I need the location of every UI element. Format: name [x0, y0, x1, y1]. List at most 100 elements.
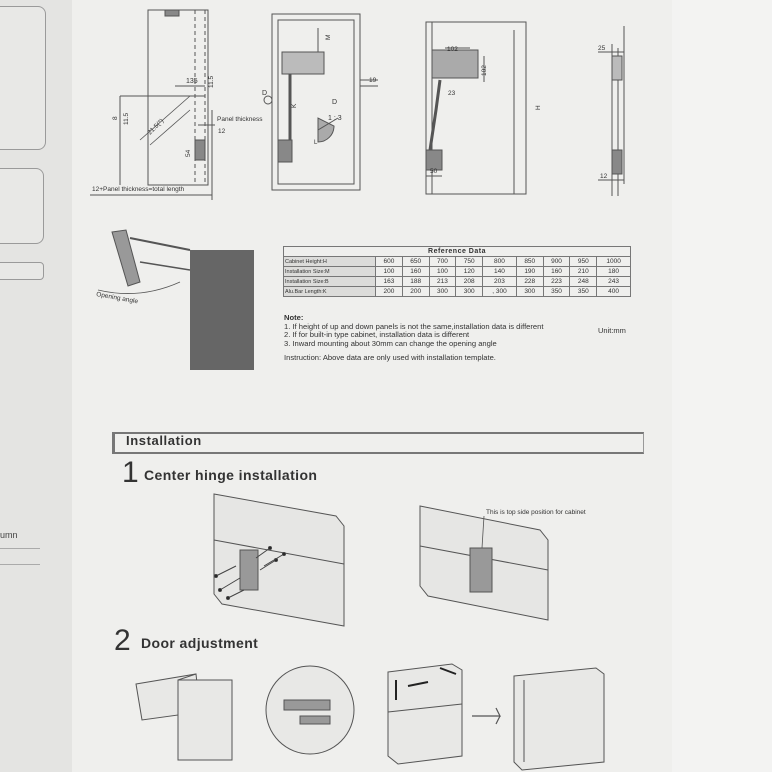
note-line-3: 3. Inward mounting about 30mm can change…	[284, 338, 497, 348]
dim-25: 25	[598, 45, 606, 52]
left-box-1	[0, 6, 46, 150]
row-label: Installation Size:B	[282, 276, 377, 287]
row-label: Alu.Bar Length:K	[282, 286, 377, 297]
table-cell: 200	[375, 286, 403, 297]
table-cell: 163	[375, 276, 403, 287]
drawing-mechanism	[263, 13, 378, 191]
installation-title: Installation	[126, 433, 202, 448]
dim-K: K	[291, 103, 298, 108]
table-cell: 160	[542, 266, 571, 277]
step-2-number: 2	[114, 624, 131, 657]
table-cell: 300	[455, 286, 484, 297]
table-cell: 700	[428, 256, 457, 267]
dim-H: H	[535, 105, 542, 110]
dim-total-length: 12+Panel thickness=total length	[92, 186, 185, 193]
dim-8: 8	[112, 116, 119, 120]
table-row: Alu.Bar Length:K 200 200 300 300 , 300 3…	[282, 286, 631, 297]
dim-scale: 1 : 3	[328, 115, 342, 122]
left-box-3	[0, 262, 44, 280]
table-cell: 200	[401, 286, 430, 297]
table-cell: 400	[596, 286, 631, 297]
table-cell: 223	[542, 276, 571, 287]
dim-102b: 102	[481, 65, 488, 76]
drawing-template	[90, 9, 215, 200]
table-cell: , 300	[482, 286, 517, 297]
cabinet-top-callout: This is top side position for cabinet	[486, 509, 586, 516]
table-cell: 350	[542, 286, 571, 297]
table-cell: 213	[428, 276, 457, 287]
hinge-illustration-right	[419, 505, 549, 621]
dim-D: D	[262, 90, 267, 97]
table-caption: Reference Data	[283, 246, 631, 257]
right-margin	[672, 0, 772, 772]
reference-data-table: Reference Data Cabinet Height:H 600 650 …	[282, 246, 631, 297]
table-cell: 140	[482, 266, 517, 277]
note-title: Note:	[284, 313, 304, 322]
table-cell: 120	[455, 266, 484, 277]
arrow-icons	[395, 667, 457, 700]
table-cell: 243	[596, 276, 631, 287]
table-cell: 100	[428, 266, 457, 277]
table-cell: 650	[401, 256, 430, 267]
table-row: Installation Size:M 100 160 100 120 140 …	[282, 266, 631, 277]
dim-11-5b: 11.5	[123, 112, 130, 125]
left-page-fragment: umn	[0, 530, 18, 540]
dim-23: 23	[448, 90, 456, 97]
drawing-rail	[598, 26, 625, 196]
table-cell: 228	[515, 276, 544, 287]
left-box-2	[0, 168, 44, 244]
table-cell: 800	[482, 256, 517, 267]
drawing-arm	[425, 21, 527, 195]
table-row: Installation Size:B 163 188 213 208 203 …	[282, 276, 631, 287]
step-1-number: 1	[122, 456, 139, 489]
dim-11-5: 11.5	[208, 75, 215, 88]
table-cell: 350	[569, 286, 598, 297]
table-cell: 100	[375, 266, 403, 277]
table-cell: 850	[515, 256, 544, 267]
dim-102: 102	[447, 46, 458, 53]
dim-angle: 21.5(°)	[146, 117, 166, 137]
hinge-illustration-left	[213, 493, 345, 627]
table-caption-row: Reference Data	[283, 246, 631, 257]
manual-page	[72, 0, 672, 772]
dim-12b: 12	[600, 173, 608, 180]
left-rule	[0, 548, 40, 549]
left-page-strip	[0, 0, 72, 772]
dim-50: 50	[430, 168, 438, 175]
dim-135: 135	[186, 78, 198, 85]
table-cell: 750	[455, 256, 484, 267]
door-adjust-illustration	[135, 663, 605, 771]
step-2-title: Door adjustment	[141, 635, 259, 651]
dim-54: 54	[185, 149, 192, 157]
table-cell: 160	[401, 266, 430, 277]
dim-12: 12	[218, 128, 226, 135]
table-cell: 900	[542, 256, 571, 267]
table-cell: 950	[569, 256, 598, 267]
table-cell: 600	[375, 256, 403, 267]
table-cell: 210	[569, 266, 598, 277]
table-cell: 203	[482, 276, 517, 287]
drawing-opening-angle	[97, 229, 254, 370]
table-cell: 208	[455, 276, 484, 287]
left-rule	[0, 564, 40, 565]
table-cell: 188	[401, 276, 430, 287]
table-cell: 300	[515, 286, 544, 297]
unit-label: Unit:mm	[598, 326, 626, 335]
note-line-1: 1. If height of up and down panels is no…	[284, 321, 544, 331]
table-cell: 1000	[596, 256, 631, 267]
dim-19: 19	[369, 77, 377, 84]
step-1-title: Center hinge installation	[144, 467, 318, 483]
dim-L: L	[314, 140, 318, 146]
table-cell: 248	[569, 276, 598, 287]
table-cell: 300	[428, 286, 457, 297]
instruction-text: Instruction: Above data are only used wi…	[284, 353, 496, 362]
table-cell: 190	[515, 266, 544, 277]
dim-panel-thickness: Panel thickness	[217, 116, 263, 123]
note-line-2: 2. If for built-in type cabinet, install…	[284, 330, 470, 339]
dim-D2: D	[332, 99, 337, 106]
dim-M: M	[325, 35, 332, 40]
note-block: Note: 1. If height of up and down panels…	[284, 313, 544, 348]
installation-section-bar	[112, 432, 644, 454]
row-label: Cabinet Height:H	[282, 256, 377, 267]
